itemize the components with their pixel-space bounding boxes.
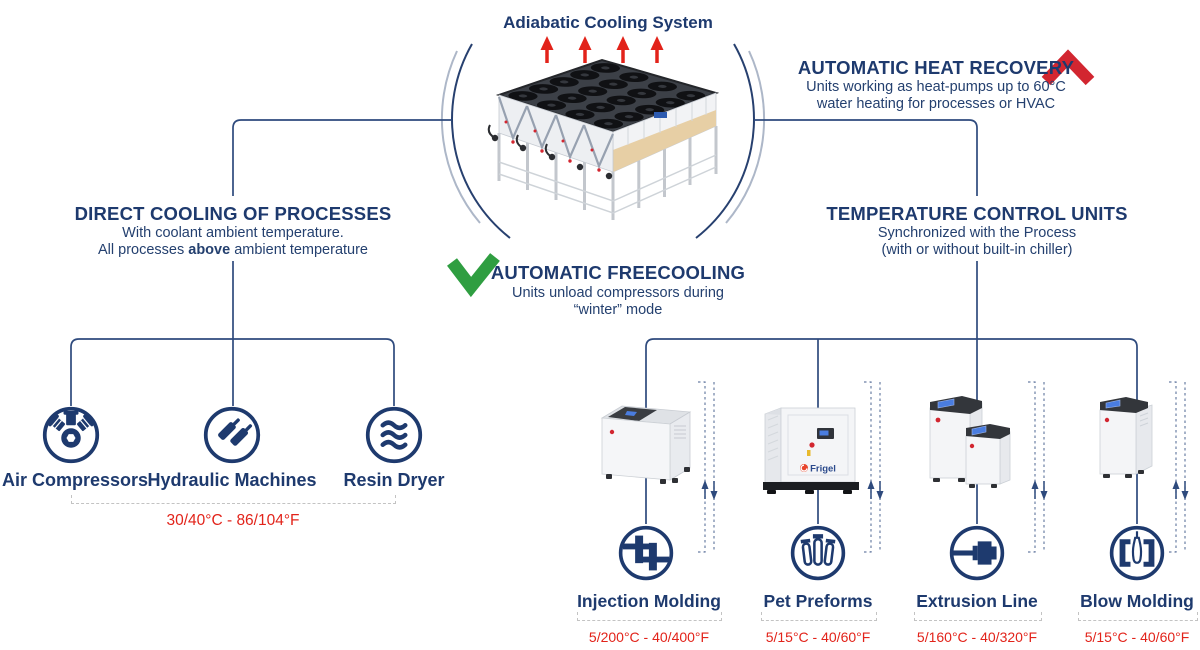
application-label-pet-preforms: Pet Preforms [763, 591, 873, 611]
green-check-icon [447, 253, 500, 298]
direct-cooling-title: DIRECT COOLING OF PROCESSES [74, 203, 392, 224]
frigel-logo-text: Frigel [810, 464, 836, 475]
pet-preforms-icon [789, 524, 847, 582]
resin-dryer-icon [364, 405, 424, 465]
heat-recovery-line2: water heating for processes or HVAC [816, 96, 1056, 112]
blow-molding-icon [1108, 524, 1166, 582]
left-temp-range: 30/40°C - 86/104°F [166, 512, 300, 529]
heat-recovery-title: AUTOMATIC HEAT RECOVERY [797, 57, 1075, 78]
freecooling-line1: Units unload compressors during [512, 285, 724, 301]
red-up-arrows-icon [540, 36, 664, 63]
application-label-injection-molding: Injection Molding [577, 591, 721, 611]
center-arcs [440, 43, 766, 239]
frigel-cabinet-image: Frigel [755, 388, 867, 496]
blow-molding-bracket [1078, 612, 1198, 621]
direct-cooling-line2-post: ambient temperature [230, 242, 369, 258]
process-label-resin-dryer: Resin Dryer [343, 470, 445, 490]
direct-cooling-line1: With coolant ambient temperature. [122, 225, 344, 241]
freecooling-title: AUTOMATIC FREECOOLING [490, 262, 746, 283]
air-compressors-icon [41, 405, 101, 465]
freecooling-line2: “winter” mode [573, 302, 663, 318]
hydraulic-machines-icon [202, 405, 262, 465]
injection-molding-temp: 5/200°C - 40/400°F [588, 629, 710, 645]
temperature-control-line1: Synchronized with the Process [877, 225, 1077, 241]
center-title: Adiabatic Cooling System [503, 13, 713, 32]
process-label-air-compressors: Air Compressors [1, 470, 149, 490]
pet-preforms-temp: 5/15°C - 40/60°F [765, 629, 871, 645]
left-temp-bracket [71, 495, 396, 504]
blow-molding-temp: 5/15°C - 40/60°F [1084, 629, 1190, 645]
blow-molding-unit-image [1098, 396, 1162, 482]
application-label-extrusion-line: Extrusion Line [916, 591, 1038, 611]
up-chevron-red-icon [1041, 49, 1095, 86]
pet-preforms-bracket [761, 612, 877, 621]
extrusion-line-bracket [914, 612, 1042, 621]
extrusion-units-image [928, 394, 1016, 488]
heat-recovery-line1: Units working as heat-pumps up to 60°C [806, 79, 1066, 95]
direct-cooling-line2-pre: All processes [97, 242, 189, 258]
injection-molding-bracket [577, 612, 722, 621]
flow-dashed-lines [698, 381, 1189, 553]
application-label-blow-molding: Blow Molding [1080, 591, 1194, 611]
direct-cooling-line2: All processes above ambient temperature [98, 242, 368, 259]
process-label-hydraulic-machines: Hydraulic Machines [147, 470, 317, 490]
temperature-control-title: TEMPERATURE CONTROL UNITS [826, 203, 1128, 224]
extrusion-line-icon [948, 524, 1006, 582]
temperature-control-line2: (with or without built-in chiller) [881, 242, 1073, 258]
chiller-unit-image [598, 396, 696, 486]
extrusion-line-temp: 5/160°C - 40/320°F [916, 629, 1038, 645]
adiabatic-cooler-image [462, 50, 754, 235]
direct-cooling-line2-bold: above [188, 242, 231, 258]
injection-molding-icon [617, 524, 675, 582]
